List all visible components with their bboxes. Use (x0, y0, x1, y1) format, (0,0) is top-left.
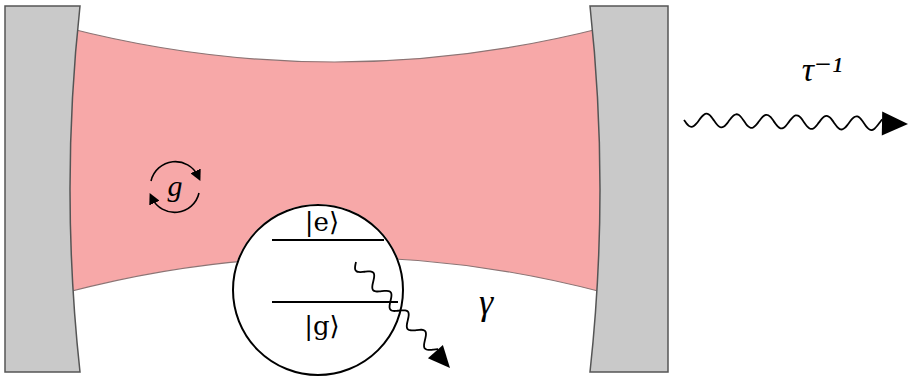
level-label: |e⟩ (305, 209, 339, 235)
energy-level (272, 239, 384, 241)
loss-rate-label: τ⁻¹ (802, 53, 842, 87)
energy-level (272, 301, 398, 303)
right-mirror (590, 6, 668, 372)
loss-rate-label: τ⁻¹ (802, 53, 842, 87)
level-label: |g⟩ (304, 313, 340, 339)
decay-rate-label: γ (479, 284, 493, 320)
level-label: |e⟩ (305, 209, 339, 235)
atom-disc (232, 204, 404, 376)
left-mirror (5, 6, 80, 372)
atom-circle: |e⟩ |g⟩ (232, 204, 404, 376)
level-label: |g⟩ (304, 313, 340, 339)
wavy-line (355, 262, 438, 350)
arrowhead (428, 345, 450, 368)
coupling-label: g (168, 171, 183, 201)
arrowhead (882, 112, 908, 136)
coupling-label: g (168, 171, 183, 201)
wavy-line (684, 114, 882, 130)
atom-border (233, 205, 403, 375)
cavity-loss-photon (684, 112, 908, 136)
decay-rate-label: γ (479, 284, 493, 320)
